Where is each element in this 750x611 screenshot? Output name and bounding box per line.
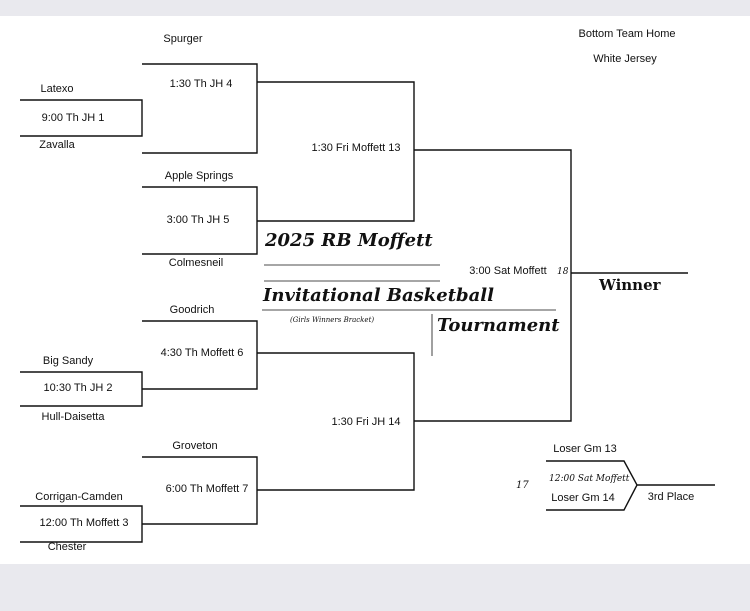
- game-5-label: 3:00 Th JH 5: [166, 214, 230, 226]
- game-18-label: 3:00 Sat Moffett: [469, 265, 547, 277]
- white-jersey-note: White Jersey: [593, 53, 657, 65]
- game-7-label: 6:00 Th Moffett 7: [165, 483, 249, 495]
- bottom-team-home-note: Bottom Team Home: [578, 28, 676, 40]
- team-corrigan-camden: Corrigan-Camden: [35, 491, 123, 503]
- third-place-label: 3rd Place: [647, 491, 695, 503]
- team-goodrich: Goodrich: [169, 304, 215, 316]
- team-apple-springs: Apple Springs: [164, 170, 234, 182]
- team-hull-daisetta: Hull-Daisetta: [41, 411, 105, 423]
- team-big-sandy: Big Sandy: [42, 355, 94, 367]
- title-line-2: Invitational Basketball: [263, 285, 494, 306]
- bracket-game-13: [257, 81, 415, 222]
- game-3-label: 12:00 Th Moffett 3: [39, 517, 129, 529]
- bracket-game-1: [20, 99, 143, 137]
- third-place-bottom: Loser Gm 14: [551, 492, 615, 504]
- third-place-top: Loser Gm 13: [553, 443, 617, 455]
- third-place-time: 12:00 Sat Moffett: [549, 474, 630, 484]
- title-subtitle: (Girls Winners Bracket): [290, 316, 375, 324]
- game-13-label: 1:30 Fri Moffett 13: [311, 142, 401, 154]
- bracket-game-2: [20, 371, 143, 407]
- team-zavalla: Zavalla: [39, 139, 75, 151]
- game-14-label: 1:30 Fri JH 14: [331, 416, 401, 428]
- bracket-game-17: [546, 460, 715, 511]
- title-line-1: 2025 RB Moffett: [265, 230, 433, 251]
- game-6-label: 4:30 Th Moffett 6: [160, 347, 244, 359]
- game-4-label: 1:30 Th JH 4: [169, 78, 233, 90]
- bracket-game-18: [414, 149, 572, 422]
- game-17-number: 17: [516, 480, 529, 491]
- bracket-game-6: [142, 320, 258, 390]
- game-18-number: 18: [557, 267, 569, 277]
- team-chester: Chester: [47, 541, 87, 553]
- team-latexo: Latexo: [40, 83, 74, 95]
- bracket-sheet: Bottom Team Home White Jersey Spurger 1:…: [0, 16, 750, 564]
- bracket-game-4: [142, 63, 258, 154]
- team-colmesneil: Colmesneil: [168, 257, 224, 269]
- team-spurger: Spurger: [163, 33, 203, 45]
- game-1-label: 9:00 Th JH 1: [41, 112, 105, 124]
- winner-label: Winner: [599, 276, 661, 294]
- title-line-3: Tournament: [437, 315, 560, 336]
- game-2-label: 10:30 Th JH 2: [43, 382, 113, 394]
- bracket-lines: [20, 63, 715, 543]
- bracket-game-3: [20, 505, 143, 543]
- team-groveton: Groveton: [172, 440, 218, 452]
